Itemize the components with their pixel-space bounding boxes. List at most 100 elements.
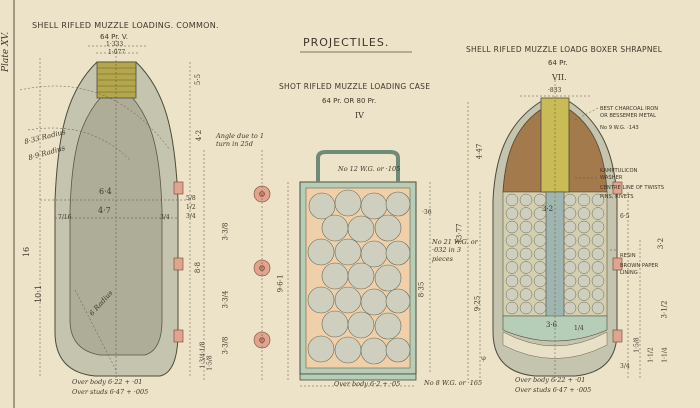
shrapnel-weight: 64 Pr. [548, 59, 568, 67]
shrapnel-bullet [505, 288, 519, 301]
common-shell-title: SHELL RIFLED MUZZLE LOADING. COMMON. [32, 21, 219, 30]
shrapnel-dim-base-d: ·6 [480, 356, 488, 362]
shrapnel-dim-base-c: 1·1/4 [661, 347, 669, 363]
shrapnel-dim-base-inner: 3·6 [546, 321, 558, 329]
shrapnel-title: SHELL RIFLED MUZZLE LOADG BOXER SHRAPNEL [466, 45, 663, 54]
shrapnel-bullet [577, 207, 591, 220]
case-shot-base [299, 373, 417, 381]
main-title: PROJECTILES. [303, 36, 390, 49]
shrapnel-bullet [519, 301, 533, 315]
shrapnel-bullet [519, 234, 533, 247]
shrapnel-note-centre: CENTRE LINE OF TWISTS [600, 185, 665, 191]
shrapnel-bullet [533, 247, 547, 261]
common-shell-stud-dim-c: 3/4 [186, 213, 196, 220]
shrapnel-bullet [591, 247, 605, 261]
common-shell-stud-spacing-a: 3·3/8 [221, 222, 230, 241]
shrapnel-bullet [577, 288, 591, 301]
shrapnel-dim-wall: 1/4 [574, 325, 584, 332]
common-shell-dim-left-shoulder: 7/16 [58, 214, 72, 221]
shrapnel-bullet [563, 261, 577, 274]
shrapnel-bullet [591, 288, 605, 301]
shrapnel-bullet [519, 220, 533, 234]
shrapnel-bullet [519, 193, 533, 207]
shrapnel-dimension-lines [467, 80, 641, 384]
common-shell-dim-base-right: 1·5/8 [206, 355, 214, 371]
shrapnel-bullet [505, 274, 519, 288]
common-shell-angle-note: Angle due to 1 turn in 25d [216, 132, 265, 149]
shrapnel-bullet [505, 301, 519, 315]
shrapnel-bullet [533, 193, 547, 207]
case-shot-weight: 64 Pr. OR 80 Pr. [322, 97, 377, 105]
case-shot-handle-note: No 12 W.G. or ·105 [338, 165, 401, 173]
shrapnel-bullet [533, 301, 547, 315]
case-shot-dim-inner-height: 8·35 [417, 281, 426, 298]
shrapnel-bullet [505, 261, 519, 274]
common-shell-dim-right-shoulder: 3/4 [160, 214, 170, 221]
shrapnel-bullet [519, 261, 533, 274]
common-shell-dim-nose: 5·5 [194, 73, 203, 86]
case-shot-dim-top-right: ·36 [422, 209, 432, 216]
shrapnel-bullet [591, 234, 605, 247]
shrapnel-bullet [505, 193, 519, 207]
common-shell-stud-dim-b: 1/2 [186, 204, 196, 211]
common-shell-fuze-dim-inner: 1·077 [108, 49, 126, 56]
shrapnel-dim-right-a: 6·5 [620, 213, 630, 220]
shrapnel-bullet [563, 193, 577, 207]
shrapnel-bullet [505, 234, 519, 247]
plate-label: Plate XV. [1, 31, 11, 72]
shrapnel-shell-figure [467, 80, 641, 384]
common-shell-figure [19, 40, 205, 380]
shrapnel-bullet [519, 207, 533, 220]
shrapnel-note-resin: RESIN [620, 253, 636, 259]
shrapnel-dim-head: 4·47 [475, 143, 484, 160]
case-shot-walls-note: No 21 W.G. or ·032 in 3 pieces [432, 238, 478, 263]
common-shell-stud-spacing-c: 3·3/4 [221, 290, 230, 309]
shrapnel-note-kamptulicon: KAMPTULICON WASHER [600, 168, 638, 182]
shrapnel-bullet [563, 247, 577, 261]
shrapnel-bullet [505, 220, 519, 234]
shrapnel-bullet [591, 193, 605, 207]
common-shell-stud-spacing-b: 8·8 [194, 261, 203, 274]
shrapnel-bullet [577, 261, 591, 274]
case-shot-figure [287, 150, 431, 387]
common-shell-stud-spacing-d: 3·3/8 [221, 336, 230, 355]
shrapnel-bullet [519, 288, 533, 301]
case-shot-balls [307, 189, 411, 365]
case-shot-foot-over-body: Over body 6·2 + ·05 [334, 380, 401, 388]
shrapnel-bullet [563, 220, 577, 234]
shrapnel-foot-over-studs: Over studs 6·47 + ·005 [515, 386, 592, 394]
shrapnel-bullet [533, 288, 547, 301]
shrapnel-bullet [533, 274, 547, 288]
case-shot-handle [316, 150, 400, 182]
shrapnel-bullet [577, 193, 591, 207]
shrapnel-dim-body: 13·77 [455, 223, 464, 244]
common-shell-dim-head: 4·2 [195, 129, 204, 142]
shrapnel-dim-base-a: 1·5/8 [633, 337, 641, 353]
shrapnel-dim-base-b: 1·1/2 [647, 347, 655, 363]
shrapnel-shell-bullets [505, 193, 605, 315]
shrapnel-bullet [563, 288, 577, 301]
shrapnel-bullet [533, 220, 547, 234]
shrapnel-bullet [591, 274, 605, 288]
common-shell-fuze-thread [97, 67, 136, 93]
shrapnel-bullet [533, 234, 547, 247]
shrapnel-bullet [563, 207, 577, 220]
common-shell-length-body: 10·1 [33, 285, 43, 303]
shrapnel-bullet [577, 274, 591, 288]
shrapnel-bullet [519, 274, 533, 288]
common-shell-foot-over-body: Over body 6·22 + ·01 [72, 378, 143, 386]
shrapnel-bullet [563, 274, 577, 288]
shrapnel-dim-right-b: 3·2 [657, 237, 666, 250]
common-shell-calibre: 6·4 [99, 187, 112, 196]
shrapnel-bullet [577, 301, 591, 315]
common-shell-fuze-dim-outer: 1·333 [106, 41, 124, 48]
common-shell-inner-diam: 4·7 [98, 206, 111, 215]
shrapnel-bullet [563, 301, 577, 315]
shrapnel-bullet [505, 247, 519, 261]
shrapnel-roman: VII. [552, 73, 567, 82]
shrapnel-dim-fuze: ·833 [548, 87, 562, 94]
common-shell-stud-dim-a: 5/8 [186, 195, 196, 202]
shrapnel-bullet [563, 234, 577, 247]
shrapnel-dim-base-e: 3/4 [620, 363, 630, 370]
